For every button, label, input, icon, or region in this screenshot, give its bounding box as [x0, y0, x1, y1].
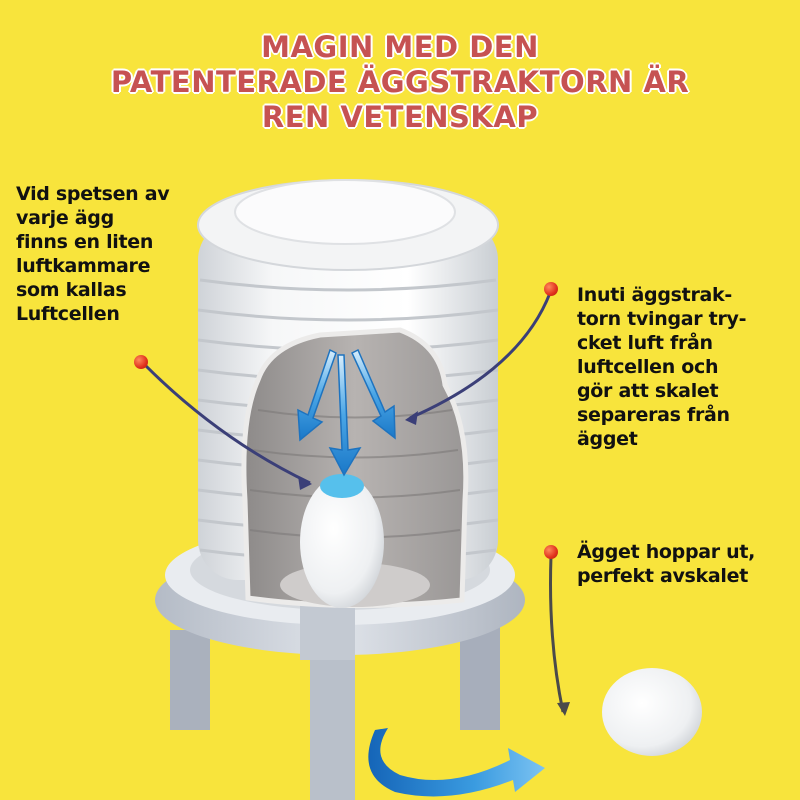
headline-line-1: MAGIN MED DEN [261, 30, 539, 64]
callout-line: finns en liten [16, 231, 154, 253]
callout-pressure: Inuti äggstrak- torn tvingar try- cket l… [577, 283, 746, 451]
curved-arrow [368, 728, 545, 797]
callout-line: Inuti äggstrak- [577, 284, 732, 306]
air-flow-arrows [297, 348, 396, 477]
egg-inside [300, 474, 384, 608]
callout-line: luftcellen och [577, 356, 719, 378]
pointer-dot-left [134, 355, 148, 369]
callout-line: varje ägg [16, 207, 114, 229]
pointer-arrowheads [298, 411, 570, 716]
peeled-egg [602, 668, 702, 756]
callout-line: ägget [577, 428, 638, 450]
callout-air-cell: Vid spetsen av varje ägg finns en liten … [16, 182, 170, 326]
pointer-lines [143, 292, 565, 713]
pointer-dot-right [544, 282, 558, 296]
callout-egg-pops-out: Ägget hoppar ut, perfekt avskalet [577, 540, 755, 588]
callout-line: torn tvingar try- [577, 308, 747, 330]
callout-line: luftkammare [16, 255, 151, 277]
callout-line: Vid spetsen av [16, 183, 170, 205]
headline-line-2: PATENTERADE ÄGGSTRAKTORN ÄR [110, 65, 690, 99]
callout-line: gör att skalet [577, 380, 719, 402]
callout-line: som kallas [16, 279, 127, 301]
callout-line: separeras från [577, 404, 730, 426]
headline-line-3: REN VETENSKAP [261, 100, 539, 134]
callout-line: Ägget hoppar ut, [577, 541, 756, 563]
pointer-dot-bottom [544, 545, 558, 559]
callout-line: Luftcellen [16, 303, 120, 325]
callout-line: perfekt avskalet [577, 565, 748, 587]
headline: MAGIN MED DEN PATENTERADE ÄGGSTRAKTORN Ä… [0, 30, 800, 135]
callout-line: cket luft från [577, 332, 713, 354]
